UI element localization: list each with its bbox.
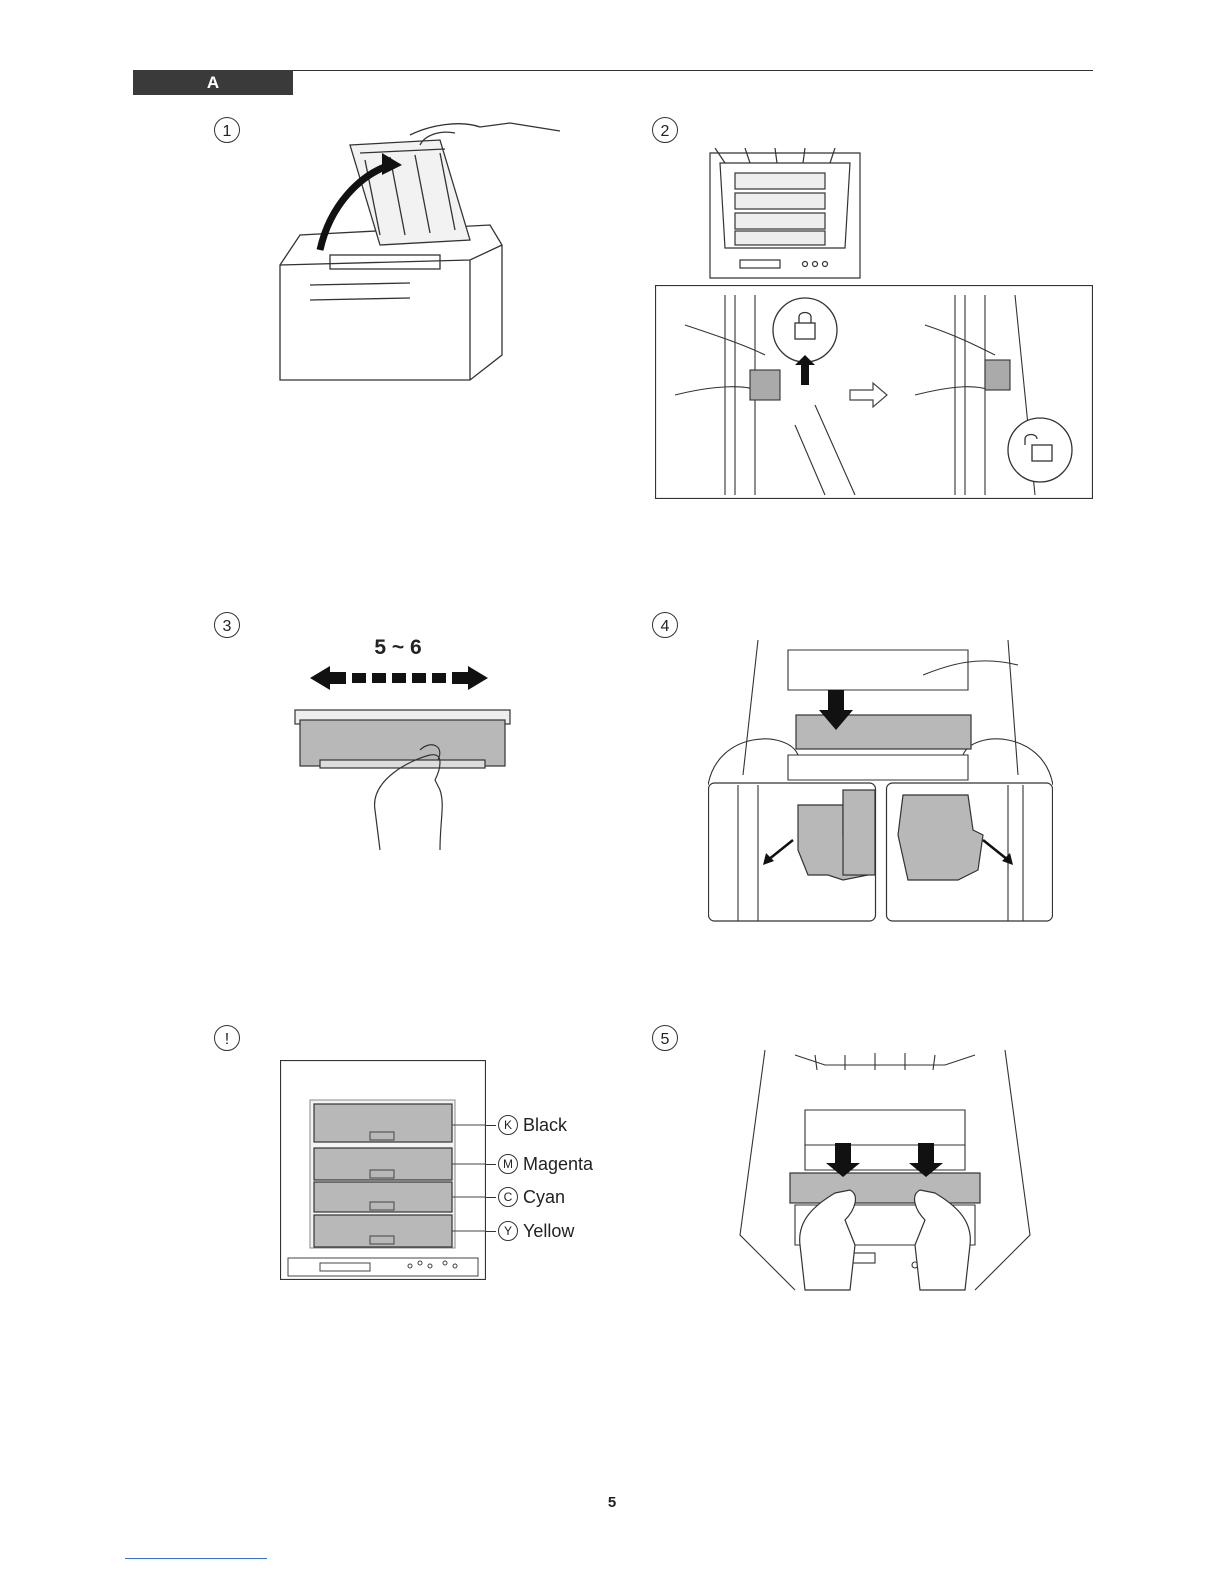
figure-color-slots [280,1060,486,1280]
step-number-1: 1 [212,115,242,145]
figure-printer-open-top [705,148,865,288]
step-number-5: 5 [650,1023,680,1053]
figure-insert-cartridge [735,1045,1035,1295]
footer-rule [125,1558,267,1559]
figure-remove-cartridge [708,635,1053,925]
caution-mark: ! [212,1023,242,1053]
step-number-3: 3 [212,610,242,640]
figure-shake-cartridge [290,660,520,860]
header-rule [293,70,1093,71]
page-number: 5 [600,1494,624,1511]
shake-count-label: 5 ~ 6 [368,636,428,660]
figure-open-top-cover [270,105,560,385]
step-number-4: 4 [650,610,680,640]
section-letter: A [133,70,293,95]
figure-unlock-lever [655,285,1093,499]
step-number-2: 2 [650,115,680,145]
